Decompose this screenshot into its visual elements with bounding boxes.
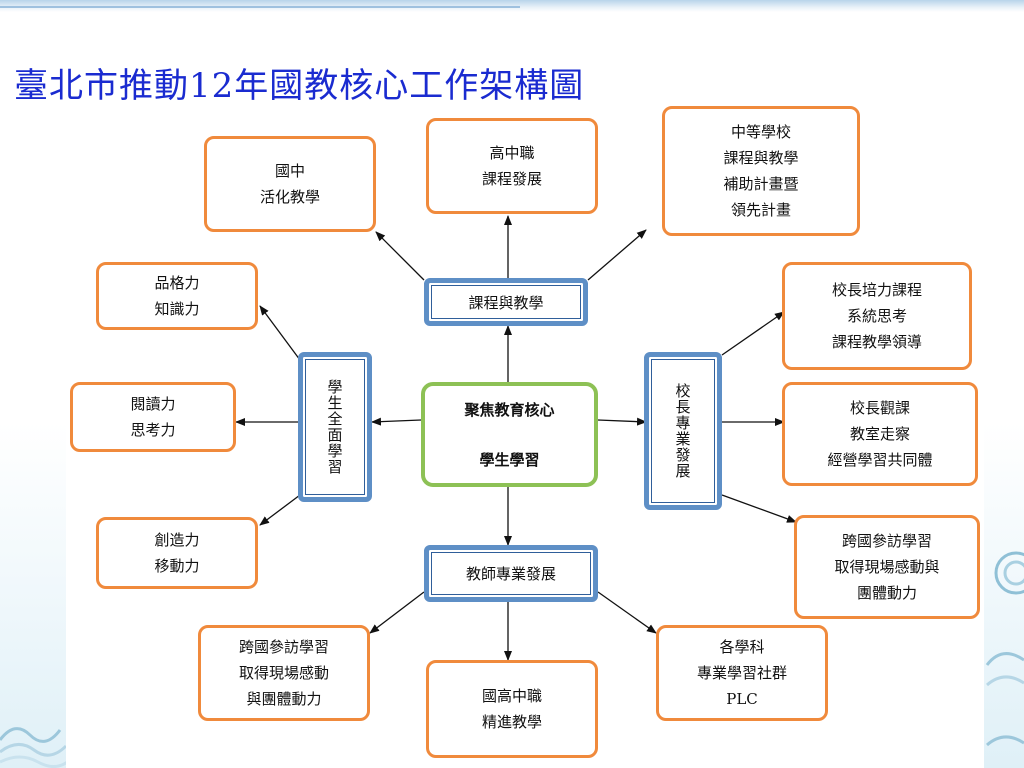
top-divider	[0, 6, 520, 8]
hub-principal-label: 校長專業發展	[673, 383, 692, 479]
box-precision-teaching: 國高中職 精進教學	[426, 660, 598, 758]
box-line: 校長觀課	[849, 399, 910, 417]
box-line: 跨國參訪學習	[841, 532, 932, 550]
arrow-curriculum-to-secondary	[587, 229, 647, 281]
box-line: 活化教學	[259, 188, 320, 206]
hub-principal-development: 校長專業發展	[644, 352, 722, 510]
box-teacher-international-visit: 跨國參訪學習 取得現場感動 與團體動力	[198, 625, 370, 721]
box-line: 移動力	[154, 557, 200, 575]
box-character-knowledge: 品格力 知識力	[96, 262, 258, 330]
box-line: 中等學校	[730, 123, 791, 141]
box-line: 經營學習共同體	[827, 451, 933, 469]
box-line: 創造力	[154, 531, 200, 549]
box-line: 課程教學領導	[831, 333, 922, 351]
box-junior-high-activation: 國中 活化教學	[204, 136, 376, 232]
arrow-student-to-creativity	[259, 494, 301, 526]
box-line: 課程發展	[481, 170, 542, 188]
box-line: PLC	[726, 690, 758, 708]
box-line: 跨國參訪學習	[238, 638, 329, 656]
box-line: 閱讀力	[130, 395, 176, 413]
box-line: 課程與教學	[723, 149, 799, 167]
arrow-principal-to-training	[721, 311, 785, 356]
box-subject-plc: 各學科 專業學習社群 PLC	[656, 625, 828, 721]
hub-curriculum-label: 課程與教學	[468, 293, 544, 312]
box-line: 知識力	[154, 300, 200, 318]
box-line: 品格力	[154, 274, 200, 292]
box-creativity-mobility: 創造力 移動力	[96, 517, 258, 589]
box-principal-observation: 校長觀課 教室走察 經營學習共同體	[782, 382, 978, 486]
box-line: 高中職	[489, 144, 535, 162]
box-line: 校長培力課程	[831, 281, 922, 299]
box-line: 各學科	[719, 638, 765, 656]
box-line: 國中	[274, 162, 305, 180]
hub-curriculum-teaching: 課程與教學	[424, 278, 588, 326]
arrow-teacher-to-plc	[597, 591, 657, 634]
box-principal-international-visit: 跨國參訪學習 取得現場感動與 團體動力	[794, 515, 980, 619]
box-line: 取得現場感動	[238, 664, 329, 682]
hub-student-learning: 學生全面學習	[298, 352, 372, 502]
box-line: 思考力	[130, 421, 176, 439]
box-line: 教室走察	[849, 425, 910, 443]
box-line: 國高中職	[481, 687, 542, 705]
box-line: 領先計畫	[730, 201, 791, 219]
box-line: 與團體動力	[246, 690, 322, 708]
center-core-box: 聚焦教育核心 學生學習	[421, 382, 598, 487]
arrow-curriculum-to-jh	[375, 231, 425, 281]
arrow-teacher-to-intl	[369, 591, 425, 634]
box-line: 補助計畫暨	[723, 175, 799, 193]
box-senior-vocational-curriculum: 高中職 課程發展	[426, 118, 598, 214]
hub-student-label: 學生全面學習	[325, 379, 344, 475]
page-title: 臺北市推動12年國教核心工作架構圖	[14, 66, 585, 106]
arrow-center-to-principal	[597, 417, 647, 426]
box-line: 系統思考	[846, 307, 907, 325]
decorative-wave-left	[0, 727, 70, 768]
box-line: 團體動力	[856, 584, 917, 602]
arrow-student-to-character	[259, 305, 301, 361]
hub-teacher-label: 教師專業發展	[465, 565, 556, 583]
box-line: 專業學習社群	[696, 664, 787, 682]
hub-teacher-development: 教師專業發展	[424, 545, 598, 602]
box-principal-training: 校長培力課程 系統思考 課程教學領導	[782, 262, 972, 370]
box-line: 取得現場感動與	[834, 558, 940, 576]
arrow-center-to-student	[371, 417, 422, 426]
arrow-principal-to-intl	[721, 494, 797, 523]
box-line: 精進教學	[481, 713, 542, 731]
center-line-1: 聚焦教育核心	[464, 400, 555, 419]
box-secondary-school-subsidy: 中等學校 課程與教學 補助計畫暨 領先計畫	[662, 106, 860, 236]
box-reading-thinking: 閱讀力 思考力	[70, 382, 236, 452]
center-line-2: 學生學習	[479, 450, 540, 469]
decorative-wave-right	[985, 551, 1024, 747]
